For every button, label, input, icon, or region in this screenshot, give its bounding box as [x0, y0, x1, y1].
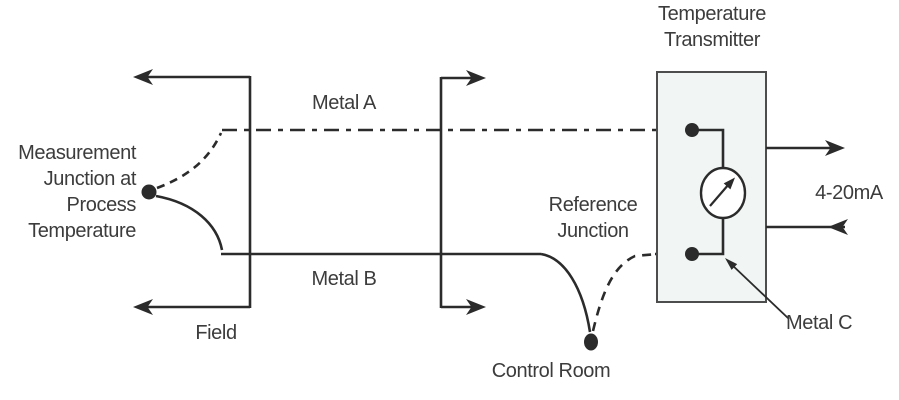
output-signal-label: 4-20mA [815, 182, 883, 204]
metal-a-label: Metal A [312, 92, 376, 114]
meter-needle [709, 183, 730, 207]
measurement-junction-label-line4: Temperature [28, 220, 136, 242]
measurement-junction-dot [141, 184, 157, 200]
temperature-transmitter-label: Temperature Transmitter [642, 1, 782, 53]
reference-junction-label-line1: Reference [548, 194, 638, 216]
control-room-boundary-arrowhead-bottom-icon [466, 299, 486, 315]
output-arrowhead-return-icon [828, 219, 848, 235]
metal-c-leader-line [729, 262, 790, 320]
measurement-junction-lower-curve [155, 194, 224, 251]
control-room-boundary-arrowhead-top-icon [466, 70, 486, 86]
metal-b-label: Metal B [311, 268, 377, 290]
field-label: Field [195, 322, 237, 344]
metal-c-label: Metal C [786, 312, 853, 334]
metal-b-down-curve [540, 252, 592, 333]
measurement-junction-label-line2: Junction at [43, 168, 137, 190]
output-arrowhead-out-icon [825, 140, 845, 156]
measurement-junction-label-line1: Measurement [18, 142, 136, 164]
reference-junction-dashed-curve [591, 252, 658, 332]
meter-needle-arrowhead [723, 177, 735, 190]
reference-junction-label: Reference Junction [528, 192, 658, 244]
measurement-junction-label-line3: Process [66, 194, 137, 216]
transmitter-terminal-dot-top [685, 123, 699, 137]
measurement-junction-label: Measurement Junction at Process Temperat… [0, 140, 136, 244]
reference-junction-dot [584, 333, 598, 351]
metal-c-leader-arrowhead-icon [725, 258, 738, 270]
transmitter-internal-wire-top [692, 128, 725, 170]
transmitter-internal-wire-bottom [692, 217, 725, 256]
analog-current-meter-icon [699, 166, 747, 220]
temperature-transmitter-label-line1: Temperature [658, 3, 766, 25]
field-boundary-arrowhead-top-icon [133, 69, 153, 85]
measurement-junction-upper-curve [156, 132, 223, 190]
transmitter-terminal-dot-bottom [685, 247, 699, 261]
temperature-transmitter-label-line2: Transmitter [664, 29, 760, 51]
reference-junction-label-line2: Junction [557, 220, 629, 242]
field-boundary-arrowhead-bottom-icon [133, 299, 153, 315]
control-room-label: Control Room [491, 360, 611, 382]
